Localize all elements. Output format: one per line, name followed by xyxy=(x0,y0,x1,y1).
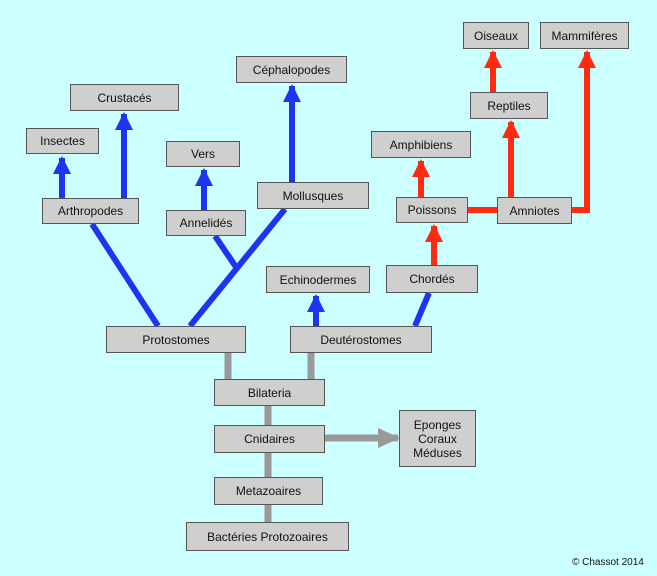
node-amniotes: Amniotes xyxy=(497,197,572,224)
node-reptiles: Reptiles xyxy=(470,92,548,119)
node-cnidaires: Cnidaires xyxy=(214,425,325,453)
node-mollusques: Mollusques xyxy=(257,182,369,209)
connector-protostomes-arthropodes xyxy=(89,222,161,328)
node-bilateria: Bilateria xyxy=(214,379,325,406)
node-echinodermes: Echinodermes xyxy=(266,266,370,293)
node-vers: Vers xyxy=(166,141,240,167)
node-oiseaux: Oiseaux xyxy=(463,22,529,49)
node-insectes: Insectes xyxy=(26,128,99,154)
node-chordes: Chordés xyxy=(386,265,478,293)
node-metazoaires: Metazoaires xyxy=(214,477,323,505)
node-amphibiens: Amphibiens xyxy=(371,131,471,158)
arrow-amniotes-mammiferes xyxy=(572,50,596,213)
node-bacteries-protozoaires: Bactéries Protozoaires xyxy=(186,522,349,551)
node-annelides: Annelidés xyxy=(166,210,246,236)
node-protostomes: Protostomes xyxy=(106,326,246,353)
node-cephalopodes: Céphalopodes xyxy=(236,56,347,83)
copyright-notice: © Chassot 2014 xyxy=(572,557,644,568)
node-arthropodes: Arthropodes xyxy=(42,198,139,224)
connector-deuterostomes-chordes xyxy=(412,291,432,328)
node-crustaces: Crustacés xyxy=(70,84,179,111)
node-mammiferes: Mammifères xyxy=(540,22,629,49)
connector-annelides-fork xyxy=(212,234,241,272)
node-eponges-coraux-meduses: Eponges Coraux Méduses xyxy=(399,410,476,467)
node-poissons: Poissons xyxy=(396,197,468,223)
node-deuterostomes: Deutérostomes xyxy=(290,326,432,353)
